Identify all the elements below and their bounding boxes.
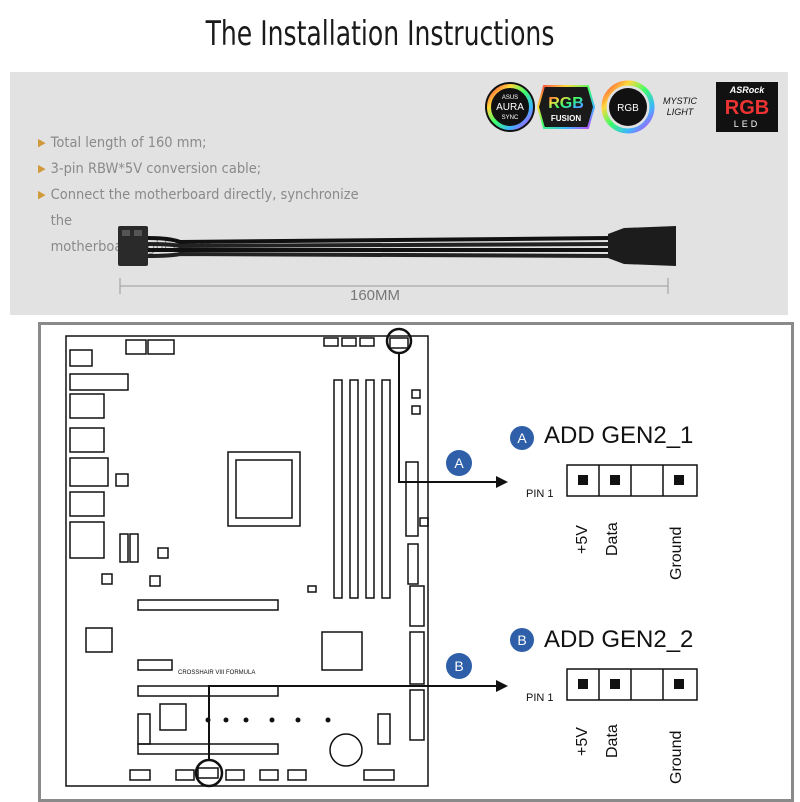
arrow-badge-a: A [446, 450, 472, 476]
bullet-triangle-icon: ▶ [38, 136, 46, 149]
feature-item: ▶Connect the motherboard directly, synch… [38, 182, 380, 234]
header-a-pin-ground: Ground [668, 526, 685, 580]
header-b-pin-ground: Ground [668, 730, 685, 784]
svg-text:LIGHT: LIGHT [667, 107, 695, 117]
svg-text:SYNC: SYNC [502, 115, 519, 121]
leader-line-b [208, 685, 496, 760]
motherboard-diagram-frame [38, 322, 794, 802]
svg-text:RGB: RGB [548, 95, 584, 112]
header-b-pin-data: Data [604, 724, 621, 758]
feature-list: ▶Total length of 160 mm; ▶3-pin RBW*5V c… [38, 130, 380, 260]
svg-text:ASRock: ASRock [729, 85, 766, 95]
product-panel [10, 72, 788, 315]
cable-length-label: 160MM [350, 287, 401, 304]
cable-illustration [118, 226, 676, 294]
header-b-pin-5v: +5V [574, 727, 591, 756]
asus-aura-sync-logo: ASUS AURA SYNC [485, 82, 535, 132]
motherboard-diagram: CROSSHAIR VIII FORMULA [65, 327, 508, 788]
header-a-pin-data: Data [604, 522, 621, 556]
arrow-a-icon [496, 476, 508, 488]
page-title: The Installation Instructions [205, 14, 555, 54]
svg-text:MYSTIC: MYSTIC [663, 96, 698, 106]
header-a-pin-diagram [566, 464, 698, 497]
leader-line-a [398, 353, 496, 483]
header-a-title: ADD GEN2_1 [544, 422, 694, 449]
header-a-pin1-label: PIN 1 [526, 488, 554, 500]
compatibility-logos: ASUS AURA SYNC RGB FUSION RGB MYSTIC LIG… [485, 80, 778, 134]
header-b-pin-diagram [566, 668, 698, 701]
header-a-badge: A [510, 426, 534, 450]
feature-item: ▶Total length of 160 mm; [38, 130, 380, 156]
svg-text:ASUS: ASUS [502, 95, 518, 101]
arrow-badge-b: B [446, 653, 472, 679]
svg-text:AURA: AURA [496, 102, 524, 113]
mystic-light-logo: RGB MYSTIC LIGHT [601, 80, 698, 134]
bullet-triangle-icon: ▶ [38, 162, 46, 175]
svg-text:RGB: RGB [617, 103, 639, 114]
header-a-pin-5v: +5V [574, 525, 591, 554]
arrow-b-icon [496, 680, 508, 692]
bullet-triangle-icon: ▶ [38, 188, 46, 201]
motherboard-outline [65, 335, 429, 787]
header-b-pin1-label: PIN 1 [526, 692, 554, 704]
feature-item: ▶3-pin RBW*5V conversion cable; [38, 156, 380, 182]
board-label: CROSSHAIR VIII FORMULA [178, 670, 255, 676]
header-b-title: ADD GEN2_2 [544, 626, 694, 653]
right-connector-icon [608, 226, 676, 266]
header-b-badge: B [510, 628, 534, 652]
rgb-fusion-logo: RGB FUSION [536, 85, 596, 129]
asrock-rgb-led-logo: ASRock RGB LED [716, 82, 778, 132]
svg-text:LED: LED [734, 119, 761, 129]
svg-text:FUSION: FUSION [551, 114, 581, 123]
svg-text:RGB: RGB [725, 97, 769, 119]
